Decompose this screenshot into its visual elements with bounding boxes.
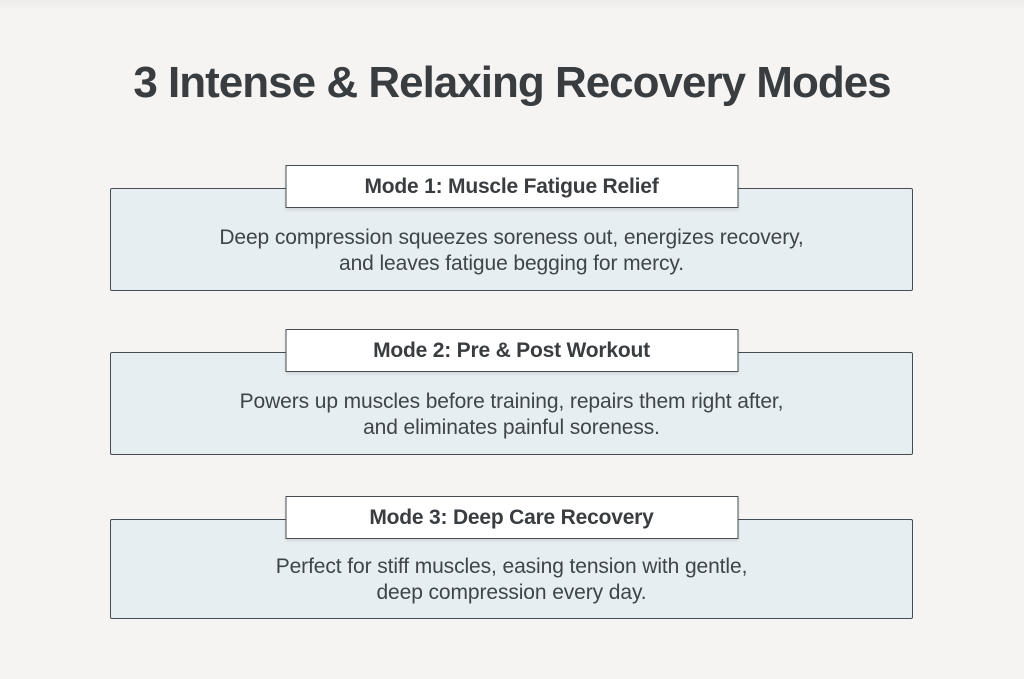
mode-1-description: Deep compression squeezes soreness out, … <box>219 225 803 277</box>
mode-2-label-badge: Mode 2: Pre & Post Workout <box>285 329 738 372</box>
mode-2-description-line-1: Powers up muscles before training, repai… <box>239 389 784 413</box>
mode-1-description-line-2: and leaves fatigue begging for mercy. <box>339 251 684 275</box>
mode-3-description-line-2: deep compression every day. <box>376 581 647 604</box>
mode-3-description: Perfect for stiff muscles, easing tensio… <box>276 554 748 606</box>
mode-3-description-line-1: Perfect for stiff muscles, easing tensio… <box>275 555 748 578</box>
mode-1-label-badge: Mode 1: Muscle Fatigue Relief <box>285 165 738 208</box>
mode-2-label: Mode 2: Pre & Post Workout <box>373 338 650 362</box>
mode-1-label: Mode 1: Muscle Fatigue Relief <box>364 174 659 198</box>
mode-1-description-line-1: Deep compression squeezes soreness out, … <box>219 225 804 249</box>
mode-card-3: Mode 3: Deep Care Recovery Perfect for s… <box>110 496 913 619</box>
mode-3-label: Mode 3: Deep Care Recovery <box>369 505 654 529</box>
page-title: 3 Intense & Relaxing Recovery Modes <box>133 58 891 107</box>
mode-3-label-badge: Mode 3: Deep Care Recovery <box>285 496 738 539</box>
mode-2-description: Powers up muscles before training, repai… <box>240 389 784 441</box>
mode-card-2: Mode 2: Pre & Post Workout Powers up mus… <box>110 329 913 455</box>
mode-card-1: Mode 1: Muscle Fatigue Relief Deep compr… <box>110 165 913 291</box>
mode-2-description-line-2: and eliminates painful soreness. <box>363 415 660 439</box>
